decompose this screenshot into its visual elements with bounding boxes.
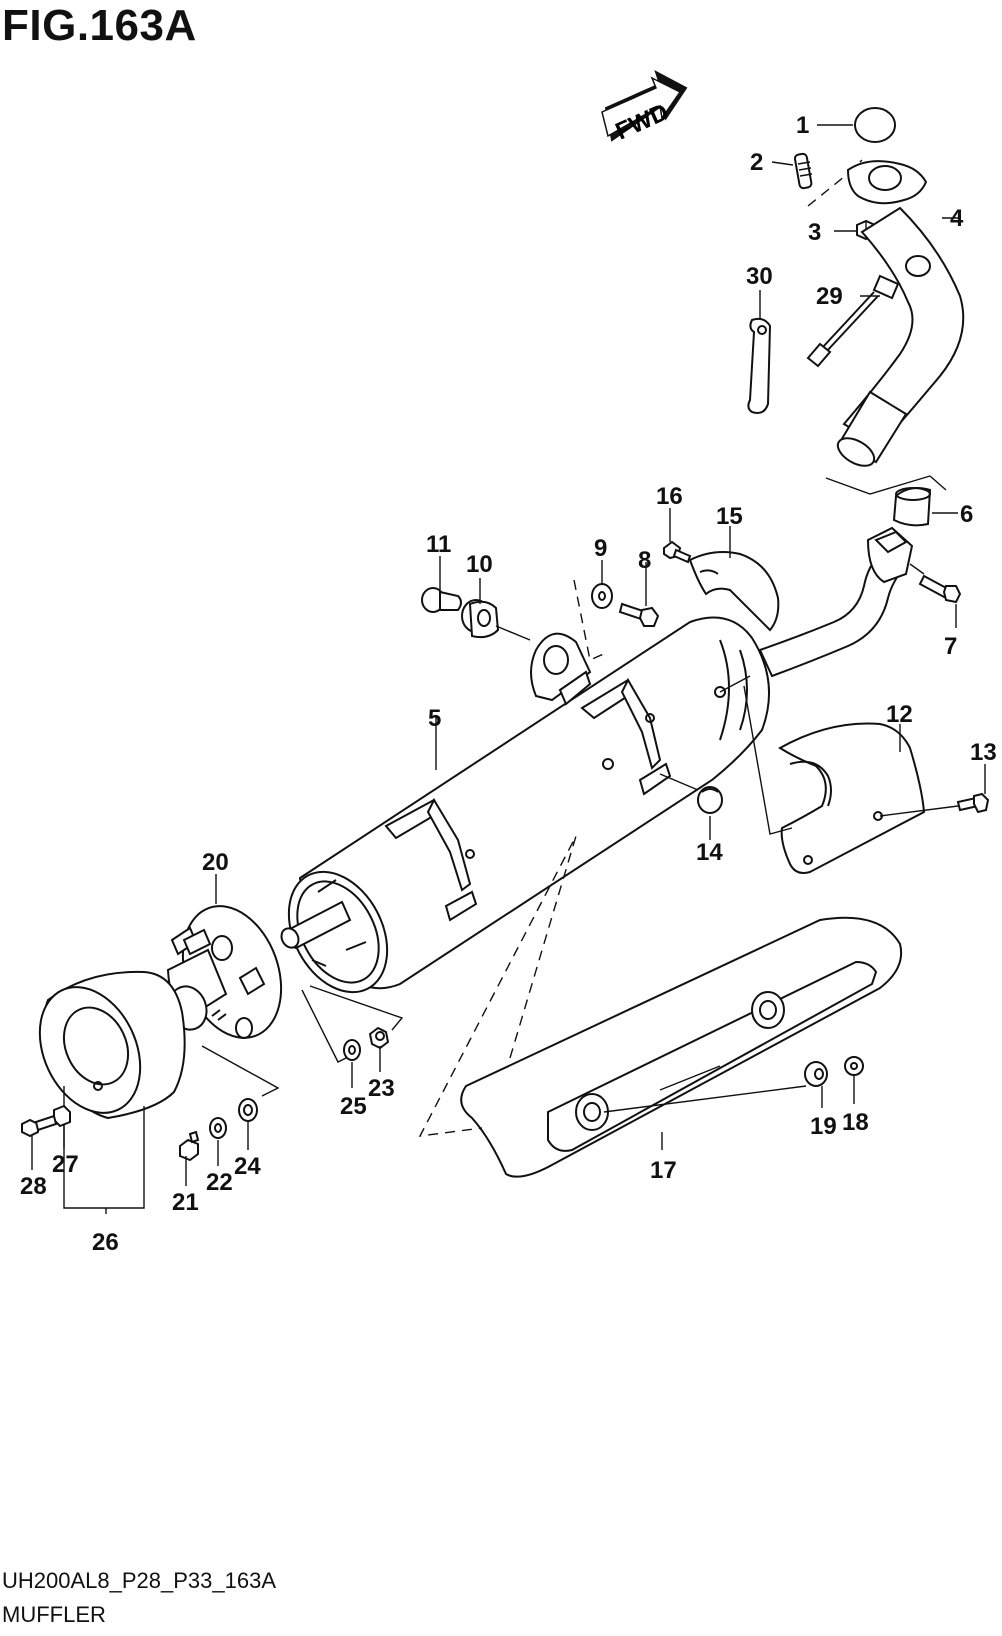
stud-bolt bbox=[793, 152, 813, 190]
oxygen-sensor bbox=[806, 274, 900, 368]
collar-bolt bbox=[421, 587, 462, 613]
callout-2: 2 bbox=[750, 149, 763, 176]
arrester-washer bbox=[343, 1039, 361, 1061]
callout-7: 7 bbox=[944, 633, 957, 660]
figure-title: FIG.163A bbox=[2, 1, 197, 50]
muffler-inlet-pipe bbox=[758, 526, 914, 678]
arrester-bolt bbox=[368, 1026, 390, 1050]
callout-12: 12 bbox=[886, 701, 913, 728]
tail-washer bbox=[209, 1117, 227, 1139]
clamp-bolt bbox=[918, 574, 962, 604]
callout-3: 3 bbox=[808, 219, 821, 246]
callout-26: 26 bbox=[92, 1229, 119, 1256]
callout-17: 17 bbox=[650, 1157, 677, 1184]
washer bbox=[591, 583, 613, 609]
callout-20: 20 bbox=[202, 849, 229, 876]
callout-labels: 1 2 3 4 5 6 7 8 9 10 11 12 13 14 15 16 1… bbox=[20, 112, 997, 1256]
callout-5: 5 bbox=[428, 705, 441, 732]
pipe-sleeve bbox=[892, 487, 932, 527]
diagram-code: UH200AL8_P28_P33_163A bbox=[2, 1568, 277, 1593]
plate-washer bbox=[844, 1056, 864, 1076]
callout-25: 25 bbox=[340, 1093, 367, 1120]
plate-collar bbox=[804, 1061, 828, 1087]
gasket-ring bbox=[854, 107, 896, 143]
callout-9: 9 bbox=[594, 535, 607, 562]
tail-screw bbox=[21, 1114, 58, 1138]
muffler-body bbox=[280, 616, 771, 994]
callout-13: 13 bbox=[970, 739, 997, 766]
heat-shield-screw bbox=[663, 540, 692, 564]
callout-11: 11 bbox=[426, 531, 451, 558]
muffler-heat-protector bbox=[778, 722, 926, 874]
callout-22: 22 bbox=[206, 1169, 233, 1196]
callout-10: 10 bbox=[466, 551, 493, 578]
inlet-heat-shield bbox=[688, 551, 780, 632]
spark-arrester bbox=[166, 905, 283, 1039]
exhaust-pipe bbox=[836, 160, 965, 467]
callout-1: 1 bbox=[796, 112, 809, 139]
tail-gasket bbox=[238, 1098, 258, 1122]
callout-28: 28 bbox=[20, 1173, 47, 1200]
callout-4: 4 bbox=[950, 205, 964, 232]
muffler-tail-cover bbox=[38, 970, 186, 1120]
sensor-clip bbox=[747, 317, 772, 414]
callout-14: 14 bbox=[696, 839, 723, 866]
muffler-protector-plate bbox=[460, 916, 902, 1178]
callout-16: 16 bbox=[656, 483, 683, 510]
callout-19: 19 bbox=[810, 1113, 837, 1140]
callout-30: 30 bbox=[746, 263, 773, 290]
protector-screw bbox=[956, 792, 990, 814]
fwd-arrow-icon: FWD bbox=[601, 69, 688, 145]
mount-bolt bbox=[618, 602, 660, 627]
grommet bbox=[461, 599, 500, 639]
callout-21: 21 bbox=[172, 1189, 199, 1216]
callout-27: 27 bbox=[52, 1151, 79, 1178]
rubber-cap bbox=[697, 786, 723, 814]
callout-24: 24 bbox=[234, 1153, 261, 1180]
callout-8: 8 bbox=[638, 547, 651, 574]
callout-23: 23 bbox=[368, 1075, 395, 1102]
callout-6: 6 bbox=[960, 501, 973, 528]
callout-29: 29 bbox=[816, 283, 843, 310]
callout-15: 15 bbox=[716, 503, 743, 530]
callout-18: 18 bbox=[842, 1109, 869, 1136]
diagram-subtitle: MUFFLER bbox=[2, 1602, 106, 1627]
tail-bolt bbox=[179, 1130, 200, 1162]
